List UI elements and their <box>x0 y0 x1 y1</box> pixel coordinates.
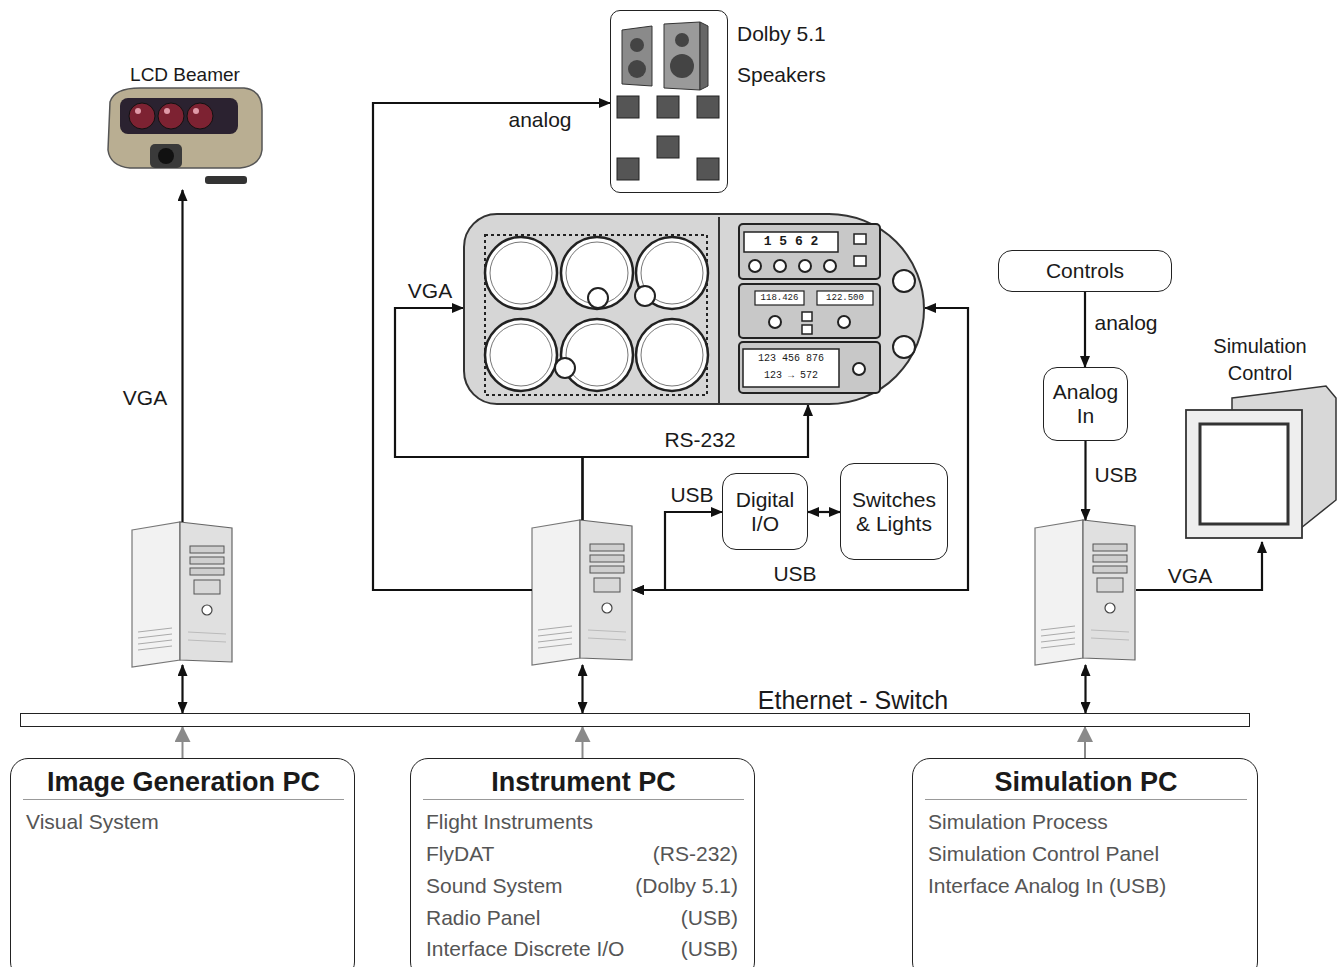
box-body-text: Radio Panel <box>426 906 616 930</box>
signal-connector <box>395 308 583 520</box>
display-readout: 123 456 876 <box>744 352 838 366</box>
node-label: Ethernet - Switch <box>733 685 973 715</box>
signal-connector <box>633 308 968 590</box>
box-body-text: Simulation Process <box>928 810 1248 834</box>
signal-label: VGA <box>405 280 455 302</box>
signal-connector <box>1084 292 1086 367</box>
signal-connector <box>181 665 183 713</box>
box-body-text: Interface Analog In (USB) <box>928 874 1248 898</box>
box-body-text: Sound System <box>426 874 616 898</box>
box-body-text: Flight Instruments <box>426 810 666 834</box>
signal-connector <box>581 665 583 713</box>
box-body-text: Visual System <box>26 810 346 834</box>
signal-connector <box>181 190 183 522</box>
pc-tower <box>132 522 233 665</box>
box-body-text: (Dolby 5.1) <box>598 874 738 898</box>
description-box: Instrument PC Flight InstrumentsFlyDAT (RS… <box>410 758 755 967</box>
process-box: Digital I/O <box>722 473 808 550</box>
signal-connector <box>1084 665 1086 713</box>
signal-connector <box>1084 441 1086 520</box>
monitor-icon: Simulation Control <box>1180 332 1336 542</box>
panel-illustration <box>465 215 927 407</box>
node-label: Switches & Lights <box>847 488 941 536</box>
signal-label: VGA <box>120 387 170 409</box>
box-body-text: (RS-232) <box>598 842 738 866</box>
description-box: Simulation PC Simulation ProcessSimulatio… <box>912 758 1258 967</box>
node-label: Analog In <box>1048 380 1123 428</box>
process-box: Switches & Lights <box>840 463 948 560</box>
box-body-text: Simulation Control Panel <box>928 842 1248 866</box>
signal-label: analog <box>1091 312 1160 334</box>
signal-label: USB <box>770 563 819 585</box>
node-label: Controls <box>1046 259 1124 283</box>
signal-label: analog <box>505 109 574 131</box>
node-label: LCD Beamer <box>110 63 260 87</box>
pc-tower <box>532 520 633 665</box>
pointer-arrow <box>182 727 184 758</box>
node-label: Simulation Control <box>1190 333 1330 387</box>
display-readout: 118.426 <box>755 292 804 304</box>
display-readout: 122.500 <box>817 292 873 304</box>
signal-label: RS-232 <box>661 429 738 451</box>
box-body-text: (USB) <box>668 937 738 961</box>
box-body-text: FlyDAT <box>426 842 586 866</box>
signal-connector <box>1136 542 1262 590</box>
node-label: Dolby 5.1 Speakers <box>737 13 841 95</box>
signal-label: USB <box>667 484 716 506</box>
display-readout: 123 → 572 <box>744 369 838 383</box>
projector-icon: LCD Beamer <box>100 62 270 190</box>
box-heading: Simulation PC <box>925 765 1247 800</box>
box-heading: Image Generation PC <box>23 765 344 800</box>
signal-label: VGA <box>1165 565 1215 587</box>
pc-tower <box>1035 520 1136 665</box>
description-box: Image Generation PC Visual System <box>10 758 355 967</box>
signal-connector <box>633 512 722 590</box>
process-box: Controls <box>998 250 1172 292</box>
process-box: Analog In <box>1043 367 1128 441</box>
display-readout: 1 5 6 2 <box>745 234 837 250</box>
signal-connector <box>808 511 840 513</box>
signal-label: USB <box>1091 464 1140 486</box>
instrument-panel: 1 5 6 2 118.426 122.500 123 456 876 123 → 57… <box>463 213 925 405</box>
box-body-text: (USB) <box>638 906 738 930</box>
pointer-arrow <box>1084 727 1086 758</box>
speaker-box: Dolby 5.1 Speakers <box>610 10 728 193</box>
network-band: Ethernet - Switch <box>20 713 1250 727</box>
box-body-text: Interface Discrete I/O <box>426 937 666 961</box>
pointer-arrow <box>582 727 584 758</box>
box-heading: Instrument PC <box>423 765 744 800</box>
node-label: Digital I/O <box>727 488 803 536</box>
